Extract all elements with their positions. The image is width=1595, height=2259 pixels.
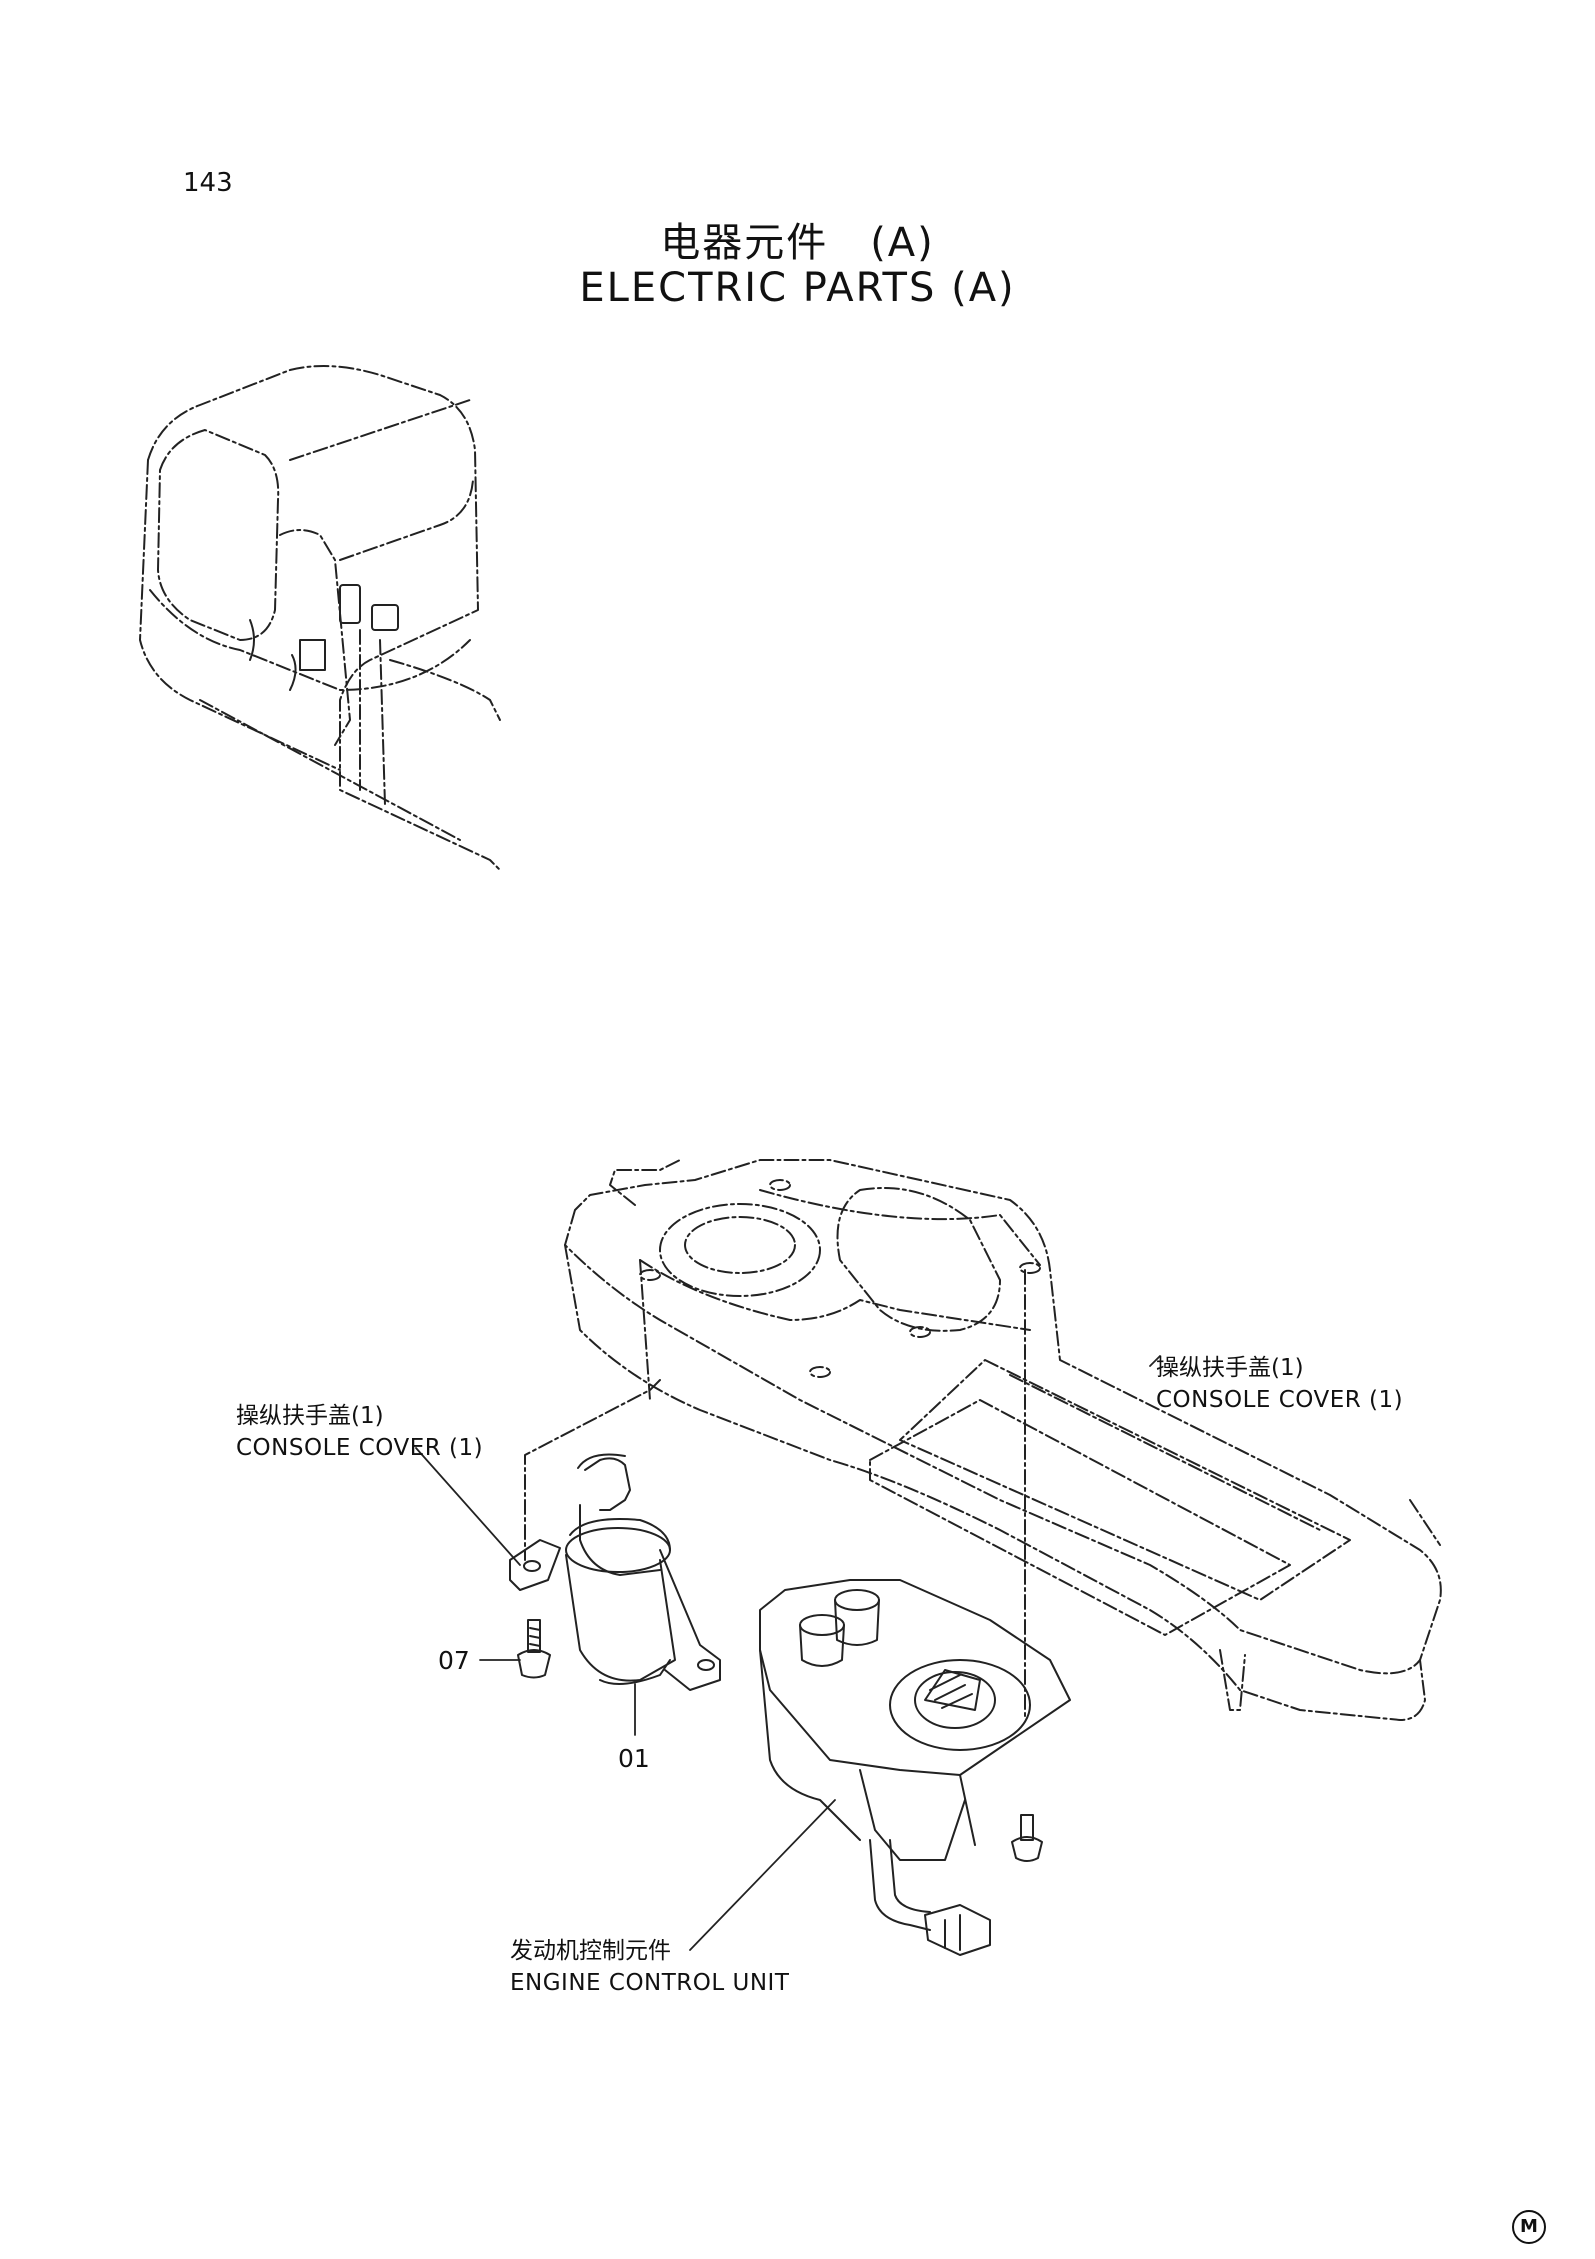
ecu-bolt-drawing <box>1011 1814 1043 1862</box>
engine-control-unit-label: 发动机控制元件 ENGINE CONTROL UNIT <box>510 1935 789 1999</box>
engine-control-unit-drawing <box>759 1579 1071 1956</box>
engine-control-unit-label-cn: 发动机控制元件 <box>510 1938 671 1964</box>
engine-control-unit-label-en: ENGINE CONTROL UNIT <box>510 1970 790 1996</box>
cab-overview-drawing <box>139 365 501 871</box>
page-title-english: ELECTRIC PARTS (A) <box>579 265 1016 311</box>
manufacturer-mark-icon: M <box>1512 2210 1546 2244</box>
console-cover-drawing <box>524 1159 1442 1721</box>
bolt-07-drawing <box>517 1619 551 1679</box>
page-number: 143 <box>183 168 233 198</box>
key-switch-drawing <box>509 1453 721 1691</box>
part-number-07: 07 <box>438 1646 470 1675</box>
console-cover-left-label-cn: 操纵扶手盖(1) <box>236 1403 384 1429</box>
console-cover-right-label: 操纵扶手盖(1) CONSOLE COVER (1) <box>1156 1352 1403 1416</box>
console-cover-right-label-en: CONSOLE COVER (1) <box>1156 1387 1404 1413</box>
part-number-01: 01 <box>618 1744 650 1773</box>
console-cover-left-label: 操纵扶手盖(1) CONSOLE COVER (1) <box>236 1400 483 1464</box>
console-cover-left-label-en: CONSOLE COVER (1) <box>236 1435 484 1461</box>
console-cover-right-label-cn: 操纵扶手盖(1) <box>1156 1355 1304 1381</box>
cab-console-detail-drawing <box>249 584 399 691</box>
leader-lines <box>415 1355 1161 1951</box>
page-title-chinese: 电器元件 (A) <box>660 220 935 266</box>
